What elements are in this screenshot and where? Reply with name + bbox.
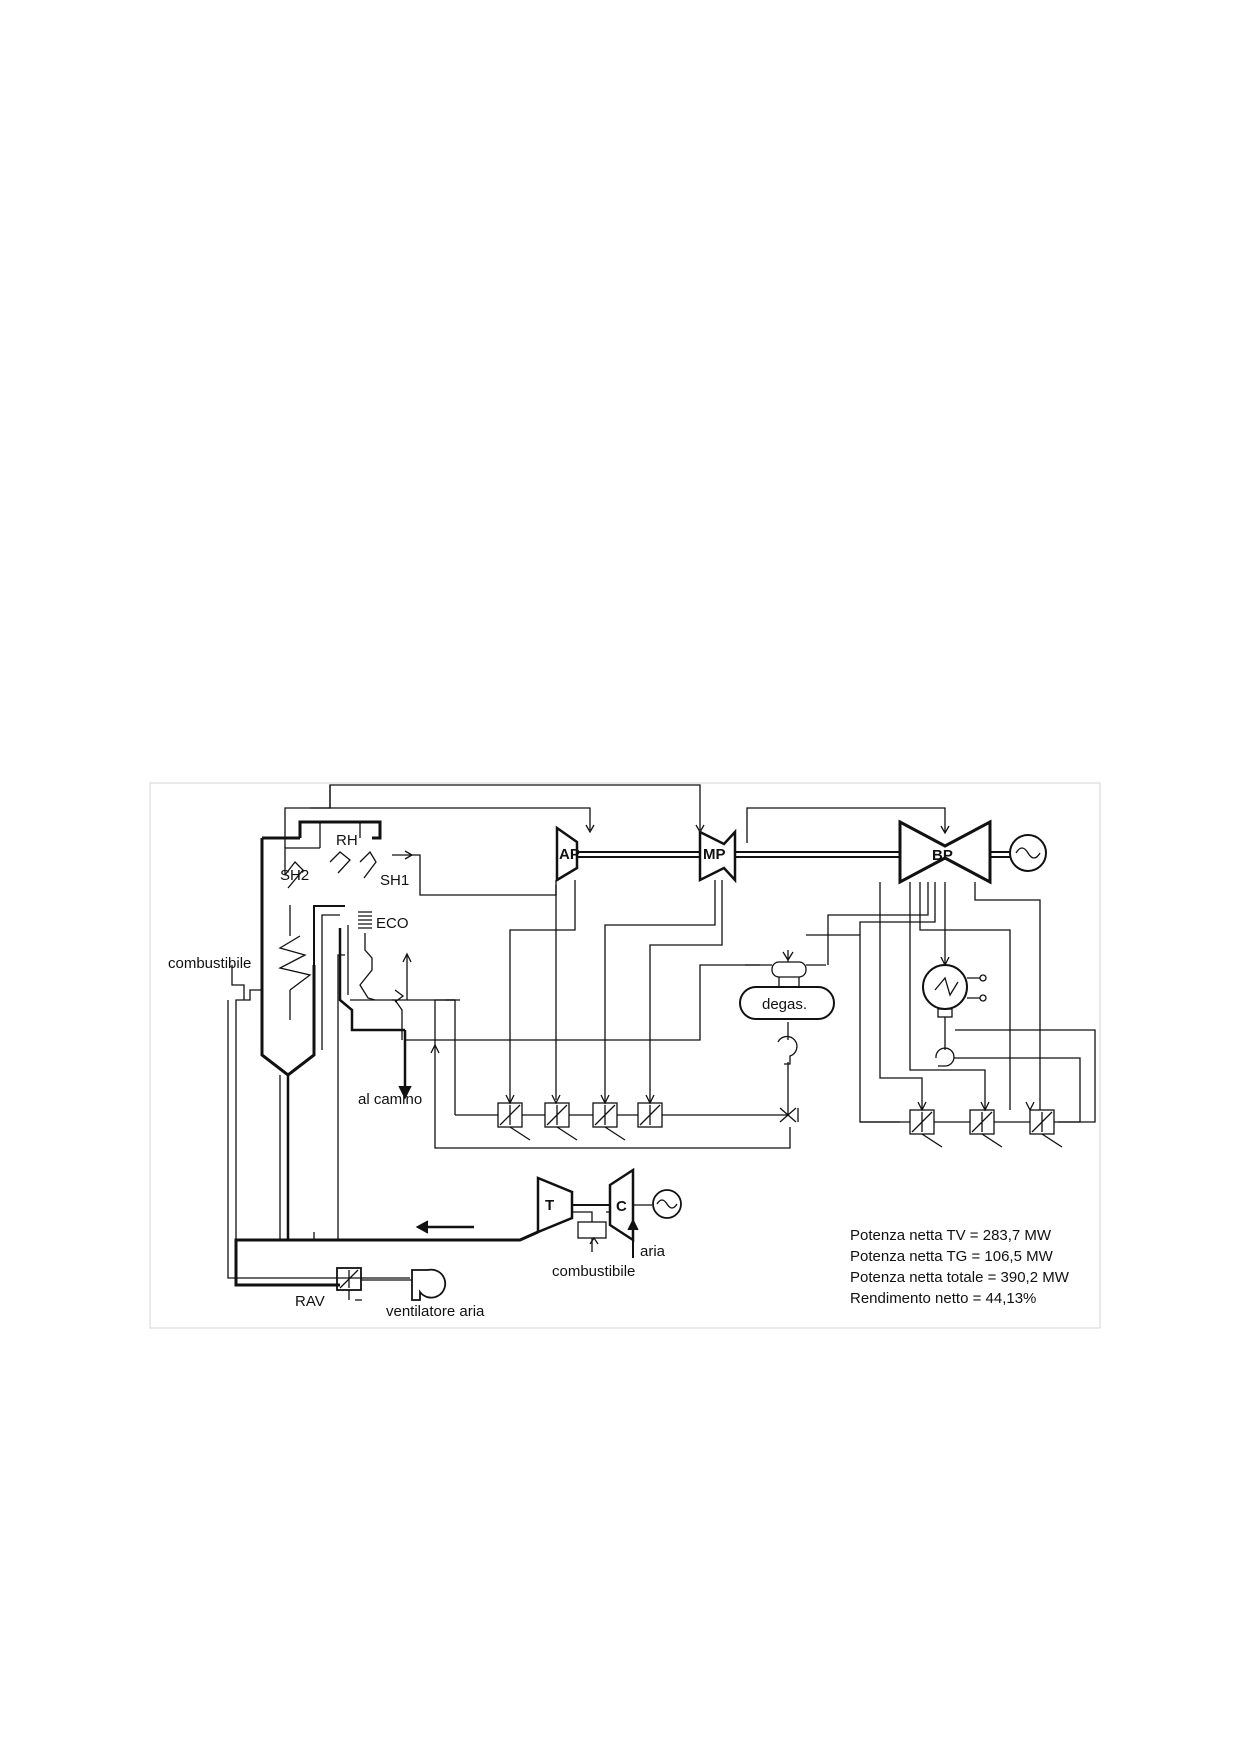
result-line: Potenza netta totale = 390,2 MW [850, 1269, 1070, 1286]
sh2-label: SH2 [280, 867, 309, 884]
results-block: Potenza netta TV = 283,7 MW Potenza nett… [850, 1227, 1070, 1307]
mp-turbine [698, 828, 737, 884]
turbine-shaft [577, 851, 900, 858]
bp-turbine [898, 819, 992, 885]
sh1-label: SH1 [380, 872, 409, 889]
feed-pump-icon [777, 1035, 798, 1065]
condensate-pump-icon [935, 1017, 955, 1067]
deaerator-head [771, 961, 807, 978]
eco-label: ECO [376, 915, 409, 932]
result-line: Rendimento netto = 44,13% [850, 1290, 1036, 1307]
rh-label: RH [336, 832, 358, 849]
rh-coil [319, 822, 377, 879]
combustibile-gt-label: combustibile [552, 1263, 635, 1280]
gt-compressor-label: C [616, 1198, 627, 1215]
air-fan-icon [411, 1268, 447, 1301]
generator-gt-icon [652, 1189, 682, 1219]
gt-turbine-label: T [545, 1197, 554, 1214]
ap-label: AP [559, 846, 580, 863]
generator-main-icon [1009, 834, 1047, 872]
rav-label: RAV [295, 1293, 325, 1310]
aria-label: aria [640, 1243, 666, 1260]
combustibile-boiler-label: combustibile [168, 955, 251, 972]
mp-label: MP [703, 846, 726, 863]
economizer-bundle [350, 911, 403, 1040]
result-line: Potenza netta TG = 106,5 MW [850, 1248, 1054, 1265]
gas-turbine [536, 1176, 574, 1234]
al-camino-label: al camino [358, 1091, 422, 1108]
ventilatore-label: ventilatore aria [386, 1303, 485, 1320]
bp-label: BP [932, 847, 953, 864]
result-line: Potenza netta TV = 283,7 MW [850, 1227, 1052, 1244]
evaporator-coil [278, 905, 312, 1020]
image-frame [149, 782, 1101, 1329]
degas-label: degas. [762, 996, 807, 1013]
deaerator-vessel [739, 986, 835, 1020]
boiler [260, 820, 405, 1240]
ap-turbine [555, 825, 579, 883]
